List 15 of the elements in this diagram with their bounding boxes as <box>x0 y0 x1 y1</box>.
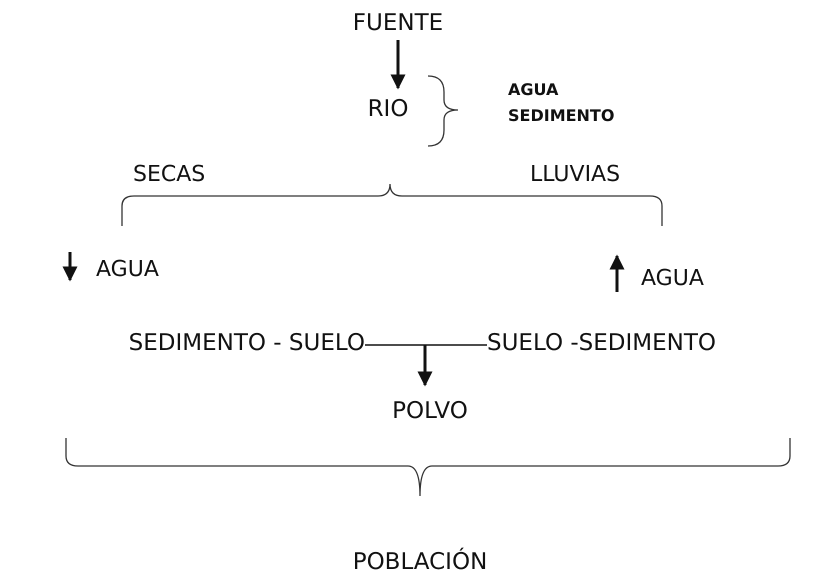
label-text: AGUA <box>641 266 704 291</box>
label-text: AGUA <box>508 80 558 99</box>
node-text: POBLACIÓN <box>300 546 540 578</box>
label-text: SEDIMENTO <box>508 106 614 125</box>
connector-line <box>365 344 487 346</box>
node-text: POLVO <box>370 385 490 437</box>
node-text: FUENTE <box>330 8 466 38</box>
arrow <box>418 345 432 386</box>
node-text: SEDIMENTO - SUELO <box>5 327 365 359</box>
node-text: RIO <box>350 88 426 122</box>
node-text: SUELO -SEDIMENTO <box>487 327 827 359</box>
label-text: SECAS <box>133 162 206 187</box>
label-text: AGUA <box>96 257 159 282</box>
arrow <box>390 40 406 90</box>
label-text: LLUVIAS <box>530 162 620 187</box>
